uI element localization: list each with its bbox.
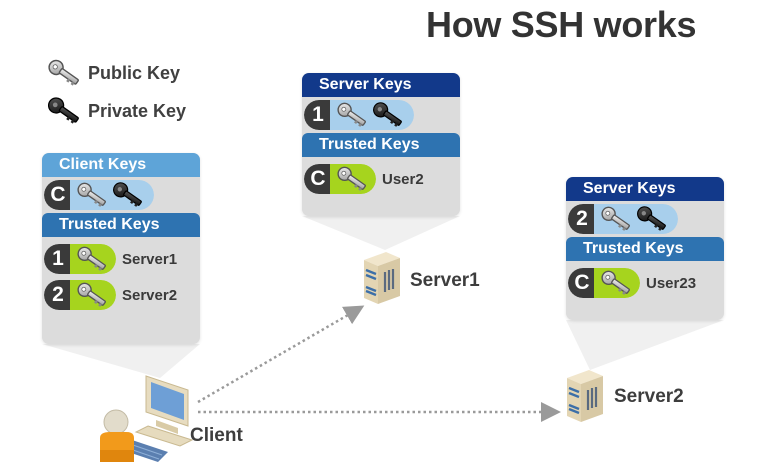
server1-server-icon bbox=[360, 248, 404, 306]
key-badge: C bbox=[304, 164, 330, 194]
public-key-icon bbox=[74, 181, 110, 209]
key-badge: C bbox=[568, 268, 594, 298]
key-badge: 2 bbox=[44, 280, 70, 310]
client-computer-icon bbox=[100, 375, 194, 462]
trusted-key-label: Server2 bbox=[122, 287, 178, 304]
private-key-icon bbox=[370, 101, 406, 129]
key-badge: C bbox=[44, 180, 70, 210]
client-keys-panel: Client Keys C Trusted Keys 1 Server1 2 S… bbox=[42, 153, 200, 344]
server2-own-keys-row: 2 bbox=[566, 201, 724, 237]
legend-item-public-key: Public Key bbox=[44, 58, 180, 88]
client-own-keys-row: C bbox=[42, 177, 200, 213]
server1-keys-header: Server Keys bbox=[302, 73, 460, 97]
legend-label: Public Key bbox=[88, 62, 181, 83]
page-title: How SSH works bbox=[426, 4, 697, 45]
public-key-icon bbox=[598, 269, 634, 297]
key-badge: 1 bbox=[304, 100, 330, 130]
trusted-key-row: 2 Server2 bbox=[42, 277, 200, 313]
key-badge: 1 bbox=[44, 244, 70, 274]
server2-trusted-keys-header: Trusted Keys bbox=[566, 237, 724, 261]
server2-label: Server2 bbox=[614, 386, 684, 407]
public-key-icon bbox=[74, 281, 110, 309]
trusted-key-row: 1 Server1 bbox=[42, 241, 200, 277]
client-label: Client bbox=[190, 425, 243, 446]
private-key-icon bbox=[634, 205, 670, 233]
trusted-key-label: User23 bbox=[646, 275, 697, 292]
public-key-icon bbox=[334, 101, 370, 129]
trusted-key-label: Server1 bbox=[122, 251, 178, 268]
server2-keys-panel: Server Keys 2 Trusted Keys C User23 bbox=[566, 177, 724, 320]
trusted-key-row: C User23 bbox=[566, 265, 724, 301]
client-panel-beam bbox=[42, 344, 200, 378]
server2-server-icon bbox=[563, 366, 607, 424]
server1-label: Server1 bbox=[410, 270, 480, 291]
server1-keys-panel: Server Keys 1 Trusted Keys C User2 bbox=[302, 73, 460, 216]
trusted-key-row: C User2 bbox=[302, 161, 460, 197]
client-keys-header: Client Keys bbox=[42, 153, 200, 177]
public-key-icon bbox=[598, 205, 634, 233]
key-badge: 2 bbox=[568, 204, 594, 234]
client-trusted-keys-header: Trusted Keys bbox=[42, 213, 200, 237]
connection-client-server1 bbox=[197, 305, 365, 404]
public-key-icon bbox=[334, 165, 370, 193]
legend-item-private-key: Private Key bbox=[44, 96, 186, 126]
trusted-key-label: User2 bbox=[382, 171, 424, 188]
server2-panel-beam bbox=[566, 320, 724, 370]
public-key-icon bbox=[74, 245, 110, 273]
server2-keys-header: Server Keys bbox=[566, 177, 724, 201]
server1-trusted-keys-header: Trusted Keys bbox=[302, 133, 460, 157]
private-key-icon bbox=[110, 181, 146, 209]
server1-panel-beam bbox=[302, 216, 460, 250]
legend-label: Private Key bbox=[88, 100, 187, 121]
server1-own-keys-row: 1 bbox=[302, 97, 460, 133]
